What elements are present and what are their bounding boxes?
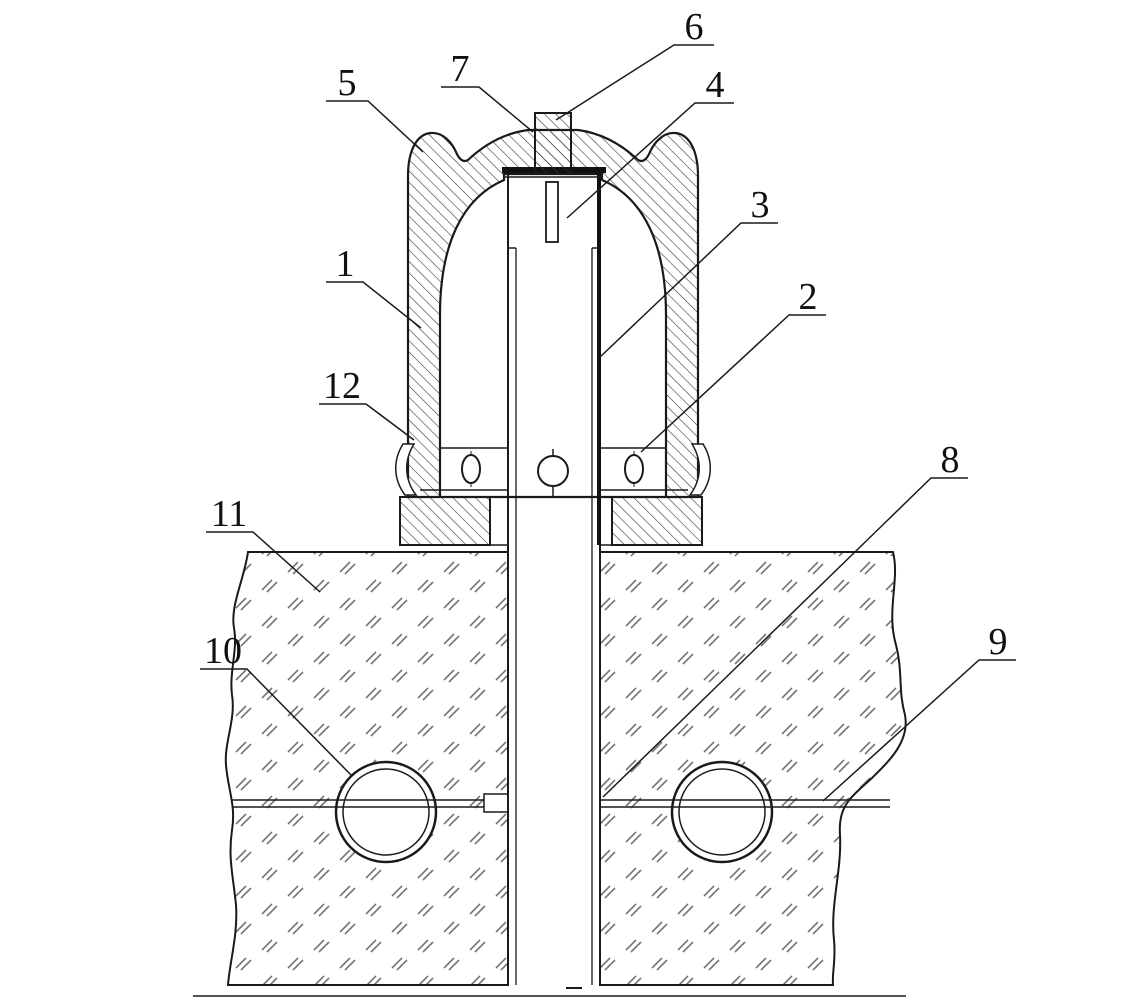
leader-line-12	[319, 403, 415, 441]
callout-label-2: 2	[799, 276, 818, 318]
tube-channel	[509, 174, 599, 986]
left-pipe-inner	[342, 768, 430, 856]
callout-label-12: 12	[323, 365, 361, 407]
callout-label-1: 1	[336, 243, 355, 285]
callout-label-5: 5	[338, 62, 357, 104]
leader-line-8	[602, 477, 968, 798]
leader-line-3	[598, 222, 778, 359]
leader-line-11	[206, 531, 321, 593]
callout-label-7: 7	[451, 48, 470, 90]
groove-right	[688, 443, 711, 496]
callout-labels: 1 2 3 4 5 6 7 8 9 10 11 12	[204, 6, 1008, 672]
center-port	[537, 455, 569, 487]
inner-rod	[545, 181, 559, 243]
callout-label-4: 4	[706, 64, 725, 106]
flange-connector-lines	[490, 496, 612, 546]
base-flange	[399, 496, 703, 546]
dome-joint-lines	[420, 447, 688, 491]
leader-line-9	[822, 659, 1016, 802]
callout-label-3: 3	[751, 184, 770, 226]
callout-label-8: 8	[941, 439, 960, 481]
callout-label-6: 6	[685, 6, 704, 48]
leader-line-1	[326, 281, 422, 329]
flange-left	[399, 496, 491, 546]
leader-line-4	[566, 102, 734, 219]
top-plug	[534, 112, 572, 175]
dome-wall	[406, 128, 700, 499]
leader-lines	[200, 44, 1016, 802]
callout-label-10: 10	[204, 630, 242, 672]
right-pipe-inner	[678, 768, 766, 856]
parting-plane	[232, 793, 890, 813]
leader-line-6	[555, 44, 714, 121]
leader-line-2	[640, 314, 826, 453]
fastener-right	[624, 454, 644, 484]
callout-label-9: 9	[989, 621, 1008, 663]
dome-housing	[395, 128, 711, 499]
fasteners	[461, 449, 644, 497]
leader-line-10	[200, 668, 353, 777]
leader-line-5	[326, 100, 424, 153]
flange-right	[611, 496, 703, 546]
parting-notch	[483, 793, 509, 813]
groove-left	[395, 443, 418, 496]
callout-label-11: 11	[211, 493, 248, 535]
buried-pipes	[334, 760, 774, 864]
leader-line-7	[441, 86, 534, 133]
fastener-left	[461, 454, 481, 484]
